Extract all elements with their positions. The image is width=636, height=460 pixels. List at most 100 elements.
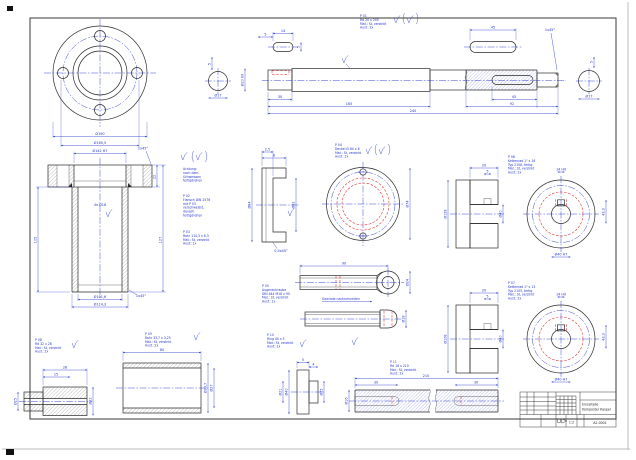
dim-label: 165	[346, 102, 352, 106]
dim-label: Ø142 H7	[93, 148, 108, 153]
dim-label: 5	[302, 358, 304, 362]
dim-label: 30	[278, 95, 282, 99]
dim-label: 1x45°	[136, 294, 146, 298]
surface-finish-icon	[341, 55, 349, 64]
dim-label: 127	[159, 237, 163, 243]
dim-label: 5	[297, 46, 301, 48]
dim-label: 5	[590, 61, 594, 63]
dim-label: 14 H9	[556, 293, 566, 297]
dim-label: 14	[281, 29, 285, 33]
dim-label: 5	[208, 63, 212, 65]
dim-label: 45	[512, 95, 516, 99]
page-frame	[2, 2, 630, 455]
surface-finish-icon	[105, 209, 113, 218]
dim-label: 92	[510, 102, 514, 106]
dim-label: 30	[474, 381, 478, 385]
dim-label: 5	[486, 170, 488, 174]
dim-label: 8	[273, 154, 275, 158]
dim-label: 80	[160, 348, 164, 352]
dim-label: Ø24	[405, 279, 410, 286]
dim-label: Ø84	[247, 202, 252, 209]
dim-label: Ø25	[13, 398, 18, 405]
flange-section-view: Ø142 H7 2x45° 4x Ø18 105 22 127 Ø101,6 Ø…	[34, 147, 210, 309]
dim-label: Ø190	[95, 131, 104, 136]
dim-label: Ø32	[88, 398, 93, 405]
dim-label: 105	[34, 237, 38, 243]
dim-label: 5	[264, 33, 266, 37]
dim-label: Ø101,6	[94, 294, 106, 299]
titleblock-project: Komposter Kasper	[582, 408, 612, 412]
dim-label: 4	[312, 363, 314, 367]
dim-label: 15	[54, 373, 58, 377]
dim-label: Ø20 h9	[240, 74, 245, 86]
dim-label: 14 H9	[556, 168, 566, 172]
dim-label: Ø160,5	[94, 140, 106, 145]
titleblock-title: Einzelteile	[582, 403, 598, 407]
dim-label: 1x45°	[545, 28, 555, 32]
dim-label: Ø21	[278, 389, 283, 396]
dim-label: 5	[486, 295, 488, 299]
surface-finish-icon	[71, 340, 79, 349]
dim-label: Ø108	[443, 334, 448, 343]
dim-label: 2,5	[265, 148, 270, 152]
surface-finish-icon	[365, 146, 373, 155]
dim-label: Ø16	[344, 398, 349, 405]
dim-label: 20	[482, 164, 486, 168]
dim-label: Ø17	[215, 93, 222, 98]
dim-label: 43,3	[602, 333, 606, 341]
dim-label: Ø40	[498, 336, 503, 343]
dim-label: Ø74	[405, 201, 410, 208]
dim-label: Ø17	[586, 94, 593, 99]
surface-finish-icon	[351, 337, 359, 346]
dim-label: 45	[491, 26, 495, 30]
dim-label: 28	[63, 366, 67, 370]
dim-label: Ø40 H7	[555, 252, 568, 257]
flange-front-view: Ø190 Ø160,5	[44, 19, 156, 147]
surface-finish-icon	[378, 146, 386, 155]
dim-label: 4x Ø18	[94, 202, 106, 207]
dim-label: Ø33,7	[203, 383, 208, 393]
shaft-view: 5 Ø17 14 5 5 45 1x45°	[205, 12, 602, 115]
surface-finish-icon	[180, 152, 188, 161]
surface-finish-icon	[195, 152, 203, 161]
surface-finish-icon	[393, 15, 401, 24]
dim-label: Ø114,3	[94, 302, 106, 307]
title-block: Einzelteile Komposter Kasper 1:2 A2-0001	[519, 391, 617, 428]
dim-label: 43,3	[602, 208, 606, 216]
dim-label: Ø27	[209, 385, 214, 392]
dim-label: Ø128	[443, 209, 448, 218]
dim-label: 30	[374, 381, 378, 385]
dim-label: Ø40	[498, 211, 503, 218]
projection-symbol-icon	[561, 418, 568, 424]
dim-label: 20	[482, 289, 486, 293]
dim-label: 90	[342, 262, 346, 266]
dim-label: 0,5x45°	[274, 249, 288, 253]
surface-finish-icon	[193, 332, 201, 341]
dim-label: Ø18	[401, 316, 406, 323]
dim-label: Ø40	[284, 389, 289, 396]
eyebolt-leader-note: Gewinde nachschneiden	[322, 297, 360, 301]
dim-label: 240	[410, 109, 416, 113]
titleblock-scale: 1:2	[569, 421, 574, 425]
projection-symbol-icon	[556, 418, 562, 424]
titleblock-number: A2-0001	[593, 421, 606, 425]
